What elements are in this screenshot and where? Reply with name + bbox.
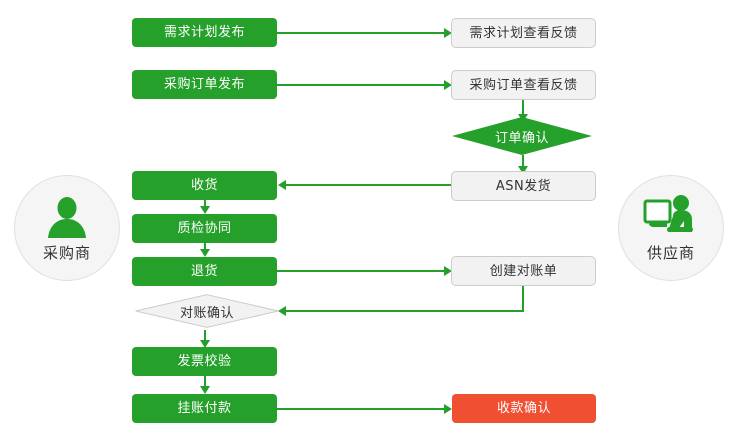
node-return-goods[interactable]: 退货: [132, 257, 277, 286]
node-demand-plan-view-feedback[interactable]: 需求计划查看反馈: [451, 18, 596, 48]
edge-n11-n12-line: [204, 330, 206, 342]
edge-n3-n4-line: [277, 84, 445, 86]
edge-n1-n2-line: [277, 32, 445, 34]
node-create-reconciliation-statement[interactable]: 创建对账单: [451, 256, 596, 286]
node-quality-inspection-collaboration[interactable]: 质检协同: [132, 214, 277, 243]
node-reconciliation-confirm-label: 对账确认: [179, 305, 234, 321]
edge-n9-n10-arrowhead: [444, 266, 452, 276]
edge-n7-n8-line: [204, 200, 206, 210]
edge-n13-n14-line: [277, 408, 445, 410]
actor-supplier-label: 供应商: [646, 243, 695, 262]
edge-n11-n12-arrowhead: [200, 340, 210, 348]
person-at-computer-icon: [643, 194, 699, 240]
edge-n6-n7-arrowhead: [278, 180, 286, 190]
actor-supplier[interactable]: 供应商: [618, 175, 724, 281]
person-icon: [39, 194, 95, 240]
node-purchase-order-publish[interactable]: 采购订单发布: [132, 70, 277, 99]
person-at-computer-icon-svg: [643, 194, 693, 232]
node-purchase-order-view-feedback[interactable]: 采购订单查看反馈: [451, 70, 596, 100]
edge-n8-n9-line: [204, 243, 206, 253]
edge-n5-n6-arrowhead: [518, 166, 528, 174]
edge-n6-n7-line: [286, 184, 452, 186]
actor-buyer-label: 采购商: [42, 243, 91, 262]
node-demand-plan-publish[interactable]: 需求计划发布: [132, 18, 277, 47]
edge-n13-n14-arrowhead: [444, 404, 452, 414]
node-asn-shipment[interactable]: ASN发货: [451, 171, 596, 201]
edge-n4-n5-line: [522, 100, 524, 120]
node-invoice-verification[interactable]: 发票校验: [132, 347, 277, 376]
node-accrual-payment[interactable]: 挂账付款: [132, 394, 277, 423]
order-confirm-diamond-shape: [452, 117, 592, 155]
edge-n1-n2-arrowhead: [444, 28, 452, 38]
edge-n5-n6-line: [522, 155, 524, 172]
edge-n10-n11-vline: [522, 285, 524, 312]
edge-n12-n13-arrowhead: [200, 386, 210, 394]
actor-buyer[interactable]: 采购商: [14, 175, 120, 281]
node-receive-goods[interactable]: 收货: [132, 171, 277, 200]
node-order-confirm-label: 订单确认: [494, 130, 549, 146]
edge-n3-n4-arrowhead: [444, 80, 452, 90]
node-reconciliation-confirm[interactable]: 对账确认: [135, 294, 279, 328]
edge-n12-n13-line: [204, 376, 206, 388]
edge-n7-n8-arrowhead: [200, 206, 210, 214]
edge-n9-n10-line: [277, 270, 445, 272]
node-payment-receipt-confirm[interactable]: 收款确认: [452, 394, 596, 423]
edge-n8-n9-arrowhead: [200, 249, 210, 257]
person-icon-svg: [48, 196, 86, 238]
reconciliation-confirm-diamond-shape: [135, 294, 279, 328]
edge-n10-n11-arrowhead: [278, 306, 286, 316]
node-order-confirm[interactable]: 订单确认: [452, 117, 592, 155]
edge-n10-n11-hline: [286, 310, 524, 312]
